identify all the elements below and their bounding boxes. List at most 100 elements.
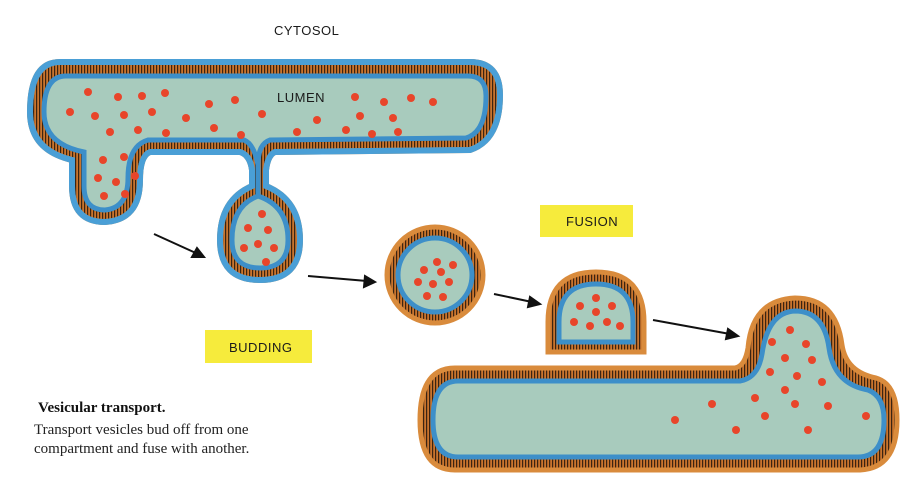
cargo-molecule: [368, 130, 376, 138]
cargo-molecule: [313, 116, 321, 124]
cargo-molecule: [616, 322, 624, 330]
cargo-molecule: [445, 278, 453, 286]
cargo-molecule: [394, 128, 402, 136]
lumen-label: LUMEN: [277, 90, 325, 105]
caption-body-line-2: compartment and fuse with another.: [34, 441, 250, 457]
cargo-molecule: [84, 88, 92, 96]
cargo-molecule: [237, 131, 245, 139]
cargo-molecule: [131, 172, 139, 180]
cargo-molecule: [592, 294, 600, 302]
arrows: [153, 233, 741, 341]
cargo-molecule: [433, 258, 441, 266]
cargo-molecule: [138, 92, 146, 100]
cargo-molecule: [437, 268, 445, 276]
cargo-molecule: [244, 224, 252, 232]
cargo-molecule: [808, 356, 816, 364]
cargo-molecule: [210, 124, 218, 132]
cargo-molecule: [862, 412, 870, 420]
cargo-molecule: [439, 293, 447, 301]
cargo-molecule: [592, 308, 600, 316]
cargo-molecule: [586, 322, 594, 330]
cargo-molecule: [134, 126, 142, 134]
cargo-molecule: [389, 114, 397, 122]
cargo-molecule: [407, 94, 415, 102]
cargo-molecule: [449, 261, 457, 269]
target-cargo: [671, 326, 870, 434]
cargo-molecule: [576, 302, 584, 310]
cargo-molecule: [114, 93, 122, 101]
cargo-molecule: [356, 112, 364, 120]
cargo-molecule: [766, 368, 774, 376]
cargo-molecule: [293, 128, 301, 136]
cargo-molecule: [781, 354, 789, 362]
cargo-molecule: [100, 192, 108, 200]
cargo-molecule: [380, 98, 388, 106]
cargo-molecule: [94, 174, 102, 182]
caption-title: Vesicular transport.: [38, 400, 166, 416]
cargo-molecule: [161, 89, 169, 97]
cargo-molecule: [708, 400, 716, 408]
budding-label-box: [205, 330, 312, 363]
cargo-molecule: [351, 93, 359, 101]
fusion-label-box: [540, 205, 633, 237]
budding-label: BUDDING: [205, 330, 312, 363]
cargo-molecule: [603, 318, 611, 326]
cargo-molecule: [768, 338, 776, 346]
cargo-molecule: [420, 266, 428, 274]
vesicle-cargo: [414, 258, 457, 301]
cargo-molecule: [120, 111, 128, 119]
arrow-to-bud: [153, 233, 207, 258]
caption-body-line-1: Transport vesicles bud off from one: [34, 422, 249, 438]
cargo-molecule: [99, 156, 107, 164]
cargo-molecule: [793, 372, 801, 380]
docking-cargo: [570, 294, 624, 330]
cargo-molecule: [91, 112, 99, 120]
cargo-molecule: [262, 258, 270, 266]
cargo-molecule: [824, 402, 832, 410]
cargo-molecule: [804, 426, 812, 434]
cargo-molecule: [608, 302, 616, 310]
arrow-to-vesicle: [307, 274, 378, 289]
target-compartment: [417, 295, 900, 473]
cargo-molecule: [429, 280, 437, 288]
cargo-molecule: [423, 292, 431, 300]
docking-vesicle: [545, 269, 647, 355]
transport-vesicle: [384, 224, 486, 326]
cargo-molecule: [270, 244, 278, 252]
cargo-molecule: [791, 400, 799, 408]
cargo-molecule: [148, 108, 156, 116]
arrow-to-docking: [493, 293, 543, 309]
donor-cargo: [66, 88, 437, 200]
cargo-molecule: [818, 378, 826, 386]
cargo-molecule: [258, 210, 266, 218]
fusion-label-text: FUSION: [566, 214, 618, 229]
cargo-molecule: [231, 96, 239, 104]
cargo-molecule: [66, 108, 74, 116]
cargo-molecule: [751, 394, 759, 402]
cargo-molecule: [429, 98, 437, 106]
arrow-to-target: [652, 319, 741, 341]
cargo-molecule: [732, 426, 740, 434]
cargo-molecule: [112, 178, 120, 186]
cargo-molecule: [802, 340, 810, 348]
cargo-molecule: [121, 190, 129, 198]
bud-cargo: [240, 210, 278, 266]
cargo-molecule: [254, 240, 262, 248]
cargo-molecule: [781, 386, 789, 394]
figure-caption: Vesicular transport. Transport vesicles …: [34, 400, 364, 459]
donor-compartment: [26, 59, 504, 284]
cargo-molecule: [786, 326, 794, 334]
cargo-molecule: [240, 244, 248, 252]
budding-label-text: BUDDING: [229, 340, 292, 355]
cargo-molecule: [162, 129, 170, 137]
cargo-molecule: [761, 412, 769, 420]
cargo-molecule: [671, 416, 679, 424]
cargo-molecule: [120, 153, 128, 161]
cargo-molecule: [182, 114, 190, 122]
cargo-molecule: [570, 318, 578, 326]
cargo-molecule: [342, 126, 350, 134]
cargo-molecule: [414, 278, 422, 286]
cytosol-label: CYTOSOL: [274, 23, 339, 38]
cargo-molecule: [205, 100, 213, 108]
